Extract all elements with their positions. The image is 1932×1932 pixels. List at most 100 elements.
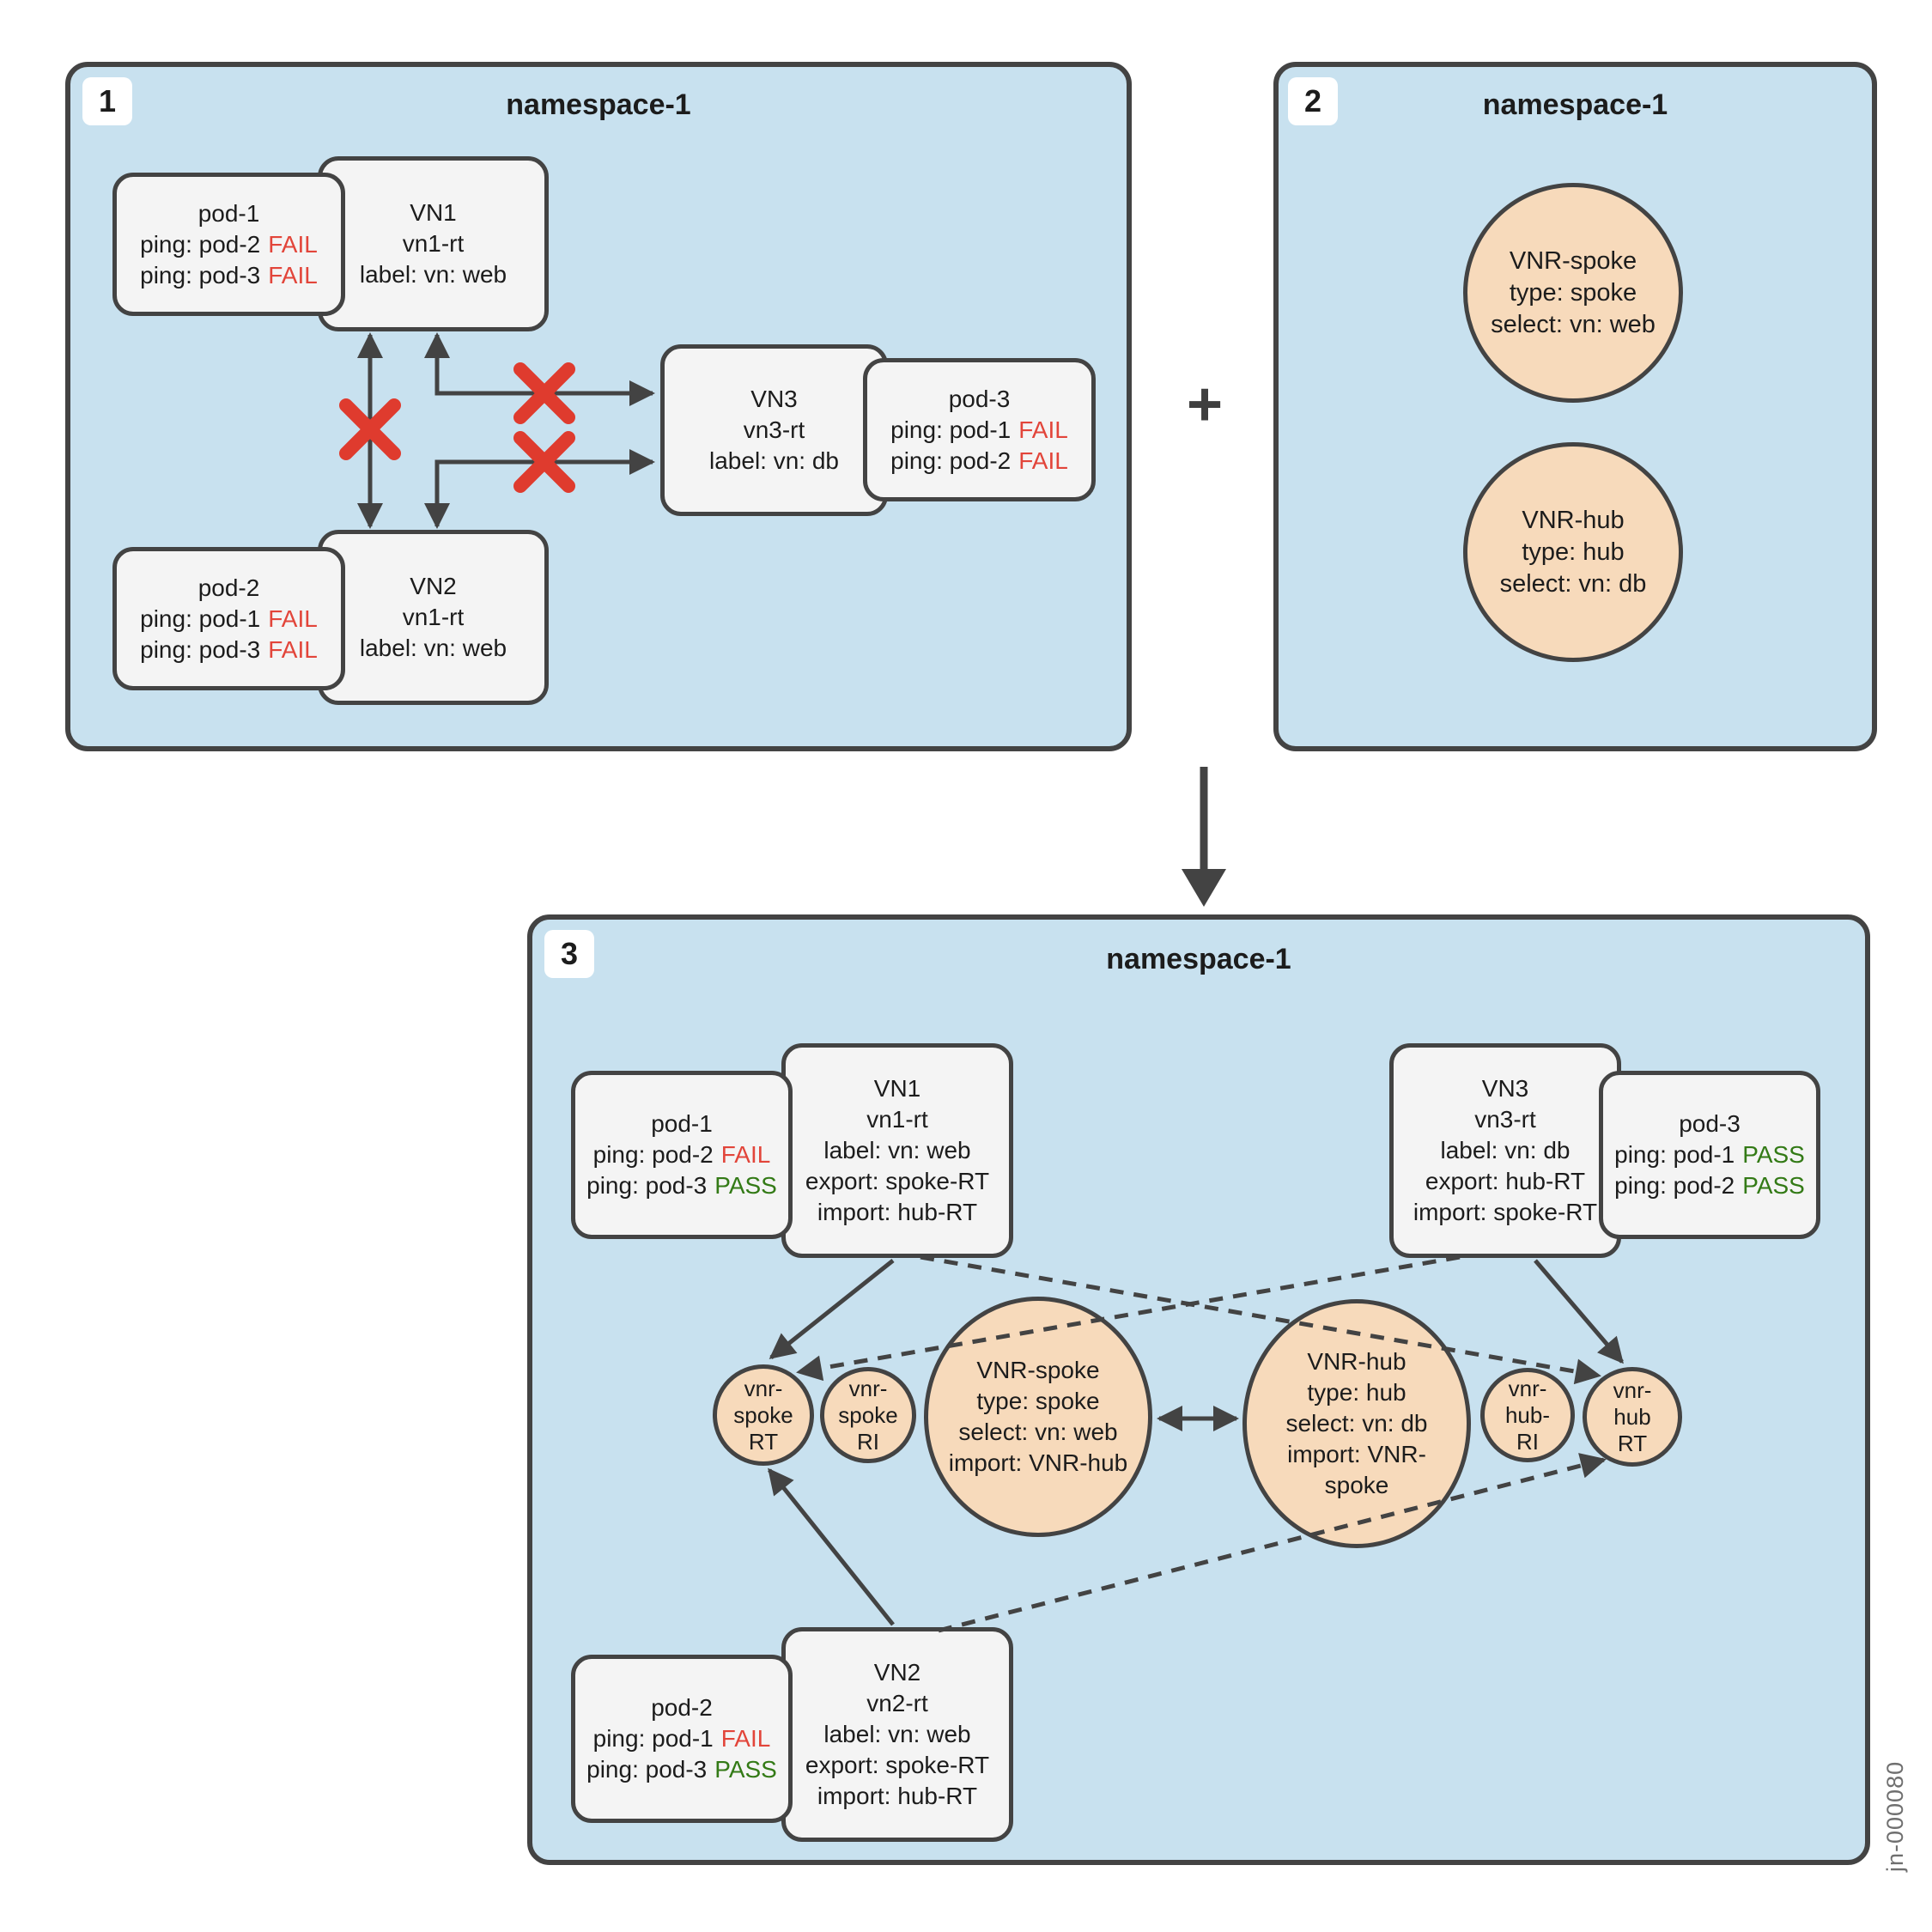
- text-line: vn1-rt: [866, 1106, 928, 1133]
- text-line: type: spoke: [976, 1388, 1100, 1414]
- text-line: type: spoke: [1509, 278, 1637, 307]
- text-line: hub-: [1504, 1401, 1551, 1428]
- vn1-box-after: VN1 vn1-rt label: vn: web export: spoke-RT i…: [781, 1043, 1013, 1258]
- ping-status: FAIL: [720, 1141, 771, 1168]
- text-line: VN3: [750, 386, 798, 412]
- ping-label: ping: pod-1: [1614, 1141, 1735, 1168]
- text-line: select: vn: db: [1499, 569, 1647, 598]
- text-line: VN2: [410, 573, 457, 599]
- ping-label: ping: pod-3: [586, 1172, 708, 1199]
- ping-label: ping: pod-3: [586, 1756, 708, 1783]
- text-line: select: vn: db: [1285, 1410, 1428, 1437]
- text-line: label: vn: db: [1440, 1137, 1571, 1163]
- text-line: spoke: [1324, 1472, 1389, 1498]
- text-line: vn1-rt: [402, 604, 465, 630]
- text-line: label: vn: web: [359, 261, 507, 288]
- text-line: export: spoke-RT: [805, 1168, 990, 1194]
- vnr-hub-ri-circle: vnr-hub-RI: [1480, 1368, 1575, 1462]
- ping-label: ping: pod-2: [890, 447, 1012, 474]
- ping-status: FAIL: [268, 261, 318, 289]
- text-line: VNR-hub: [1307, 1348, 1406, 1375]
- text-line: RT: [748, 1428, 779, 1455]
- text-line: export: hub-RT: [1425, 1168, 1586, 1194]
- ping-label: ping: pod-2: [1614, 1172, 1735, 1199]
- panel-2-number-badge: 2: [1288, 77, 1338, 125]
- text-line: import: hub-RT: [817, 1199, 978, 1225]
- text-line: vn3-rt: [743, 416, 805, 443]
- panel-3-title: namespace-1: [1106, 943, 1291, 975]
- text-line: select: vn: web: [958, 1419, 1118, 1445]
- pod-name: pod-3: [1679, 1110, 1741, 1137]
- text-line: vnr-: [1613, 1376, 1652, 1403]
- ping-status: PASS: [1742, 1141, 1805, 1168]
- ping-status: FAIL: [1018, 416, 1068, 443]
- text-line: select: vn: web: [1491, 310, 1656, 338]
- ping-label: ping: pod-1: [890, 416, 1012, 443]
- text-line: VN1: [873, 1075, 921, 1102]
- panel-2-title: namespace-1: [1482, 88, 1668, 121]
- vnr-spoke-circle-after: VNR-spoke type: spoke select: vn: web impor…: [924, 1297, 1152, 1537]
- ping-label: ping: pod-1: [140, 605, 261, 632]
- text-line: import: hub-RT: [817, 1783, 978, 1809]
- text-line: RI: [1516, 1428, 1539, 1455]
- text-line: vnr-: [848, 1375, 888, 1401]
- ping-result: ping: pod-1 PASS: [1614, 1139, 1805, 1170]
- text-line: import: VNR-: [1287, 1441, 1426, 1467]
- vn3-box: VN3 vn3-rt label: vn: db: [660, 344, 888, 516]
- text-line: label: vn: db: [709, 447, 839, 474]
- text-line: VNR-hub: [1522, 506, 1625, 534]
- panel-1-number-badge: 1: [82, 77, 132, 125]
- text-line: VN3: [1481, 1075, 1529, 1102]
- figure-id-watermark: jn-000080: [1882, 1760, 1908, 1872]
- text-line: VNR-spoke: [976, 1357, 1100, 1383]
- vnr-hub-circle-after: VNR-hub type: hub select: vn: db import: VN…: [1242, 1299, 1471, 1548]
- ping-label: ping: pod-3: [140, 261, 261, 289]
- text-line: VN2: [873, 1659, 921, 1686]
- text-line: VNR-spoke: [1509, 246, 1637, 275]
- text-line: spoke: [838, 1401, 898, 1428]
- text-line: label: vn: web: [823, 1137, 971, 1163]
- text-line: hub: [1613, 1403, 1651, 1430]
- text-line: vn2-rt: [866, 1690, 928, 1716]
- text-line: import: VNR-hub: [948, 1449, 1128, 1476]
- text-line: vnr-: [1508, 1375, 1547, 1401]
- ping-status: FAIL: [1018, 447, 1068, 474]
- text-line: export: spoke-RT: [805, 1752, 990, 1778]
- ping-status: FAIL: [268, 230, 318, 258]
- ping-status: FAIL: [268, 635, 318, 663]
- pod-name: pod-2: [197, 574, 260, 601]
- panel-3-number-badge: 3: [544, 930, 594, 978]
- ping-label: ping: pod-3: [140, 635, 261, 663]
- text-line: type: hub: [1307, 1379, 1406, 1406]
- text-line: RI: [857, 1428, 879, 1455]
- vnr-hub-circle: VNR-hub type: hub select: vn: db: [1463, 442, 1683, 662]
- text-line: vn1-rt: [402, 230, 465, 257]
- ping-label: ping: pod-1: [592, 1725, 714, 1752]
- ping-label: ping: pod-2: [140, 230, 261, 258]
- text-line: type: hub: [1522, 538, 1625, 566]
- text-line: vn3-rt: [1474, 1106, 1536, 1133]
- pod-name: pod-3: [948, 385, 1011, 412]
- ping-status: PASS: [714, 1172, 777, 1199]
- ping-status: PASS: [714, 1756, 777, 1783]
- ping-status: FAIL: [268, 605, 318, 632]
